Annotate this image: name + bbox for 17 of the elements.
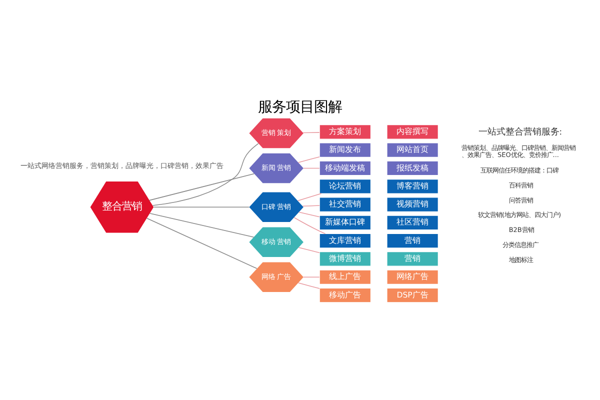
connector [294,217,326,234]
connector [302,205,320,207]
connector [149,173,254,201]
connector [152,143,259,206]
connector [146,218,258,269]
connector [149,212,254,238]
diagram-title: 服务项目图解 [258,100,342,116]
label: 一站式整合营销服务: [478,126,562,136]
connector [298,247,320,254]
connector [298,282,320,289]
connector [153,206,250,208]
connector [303,168,320,169]
connector [302,132,320,134]
connector [298,156,320,163]
connector [298,212,320,218]
connector [303,276,320,278]
connector [297,193,322,202]
